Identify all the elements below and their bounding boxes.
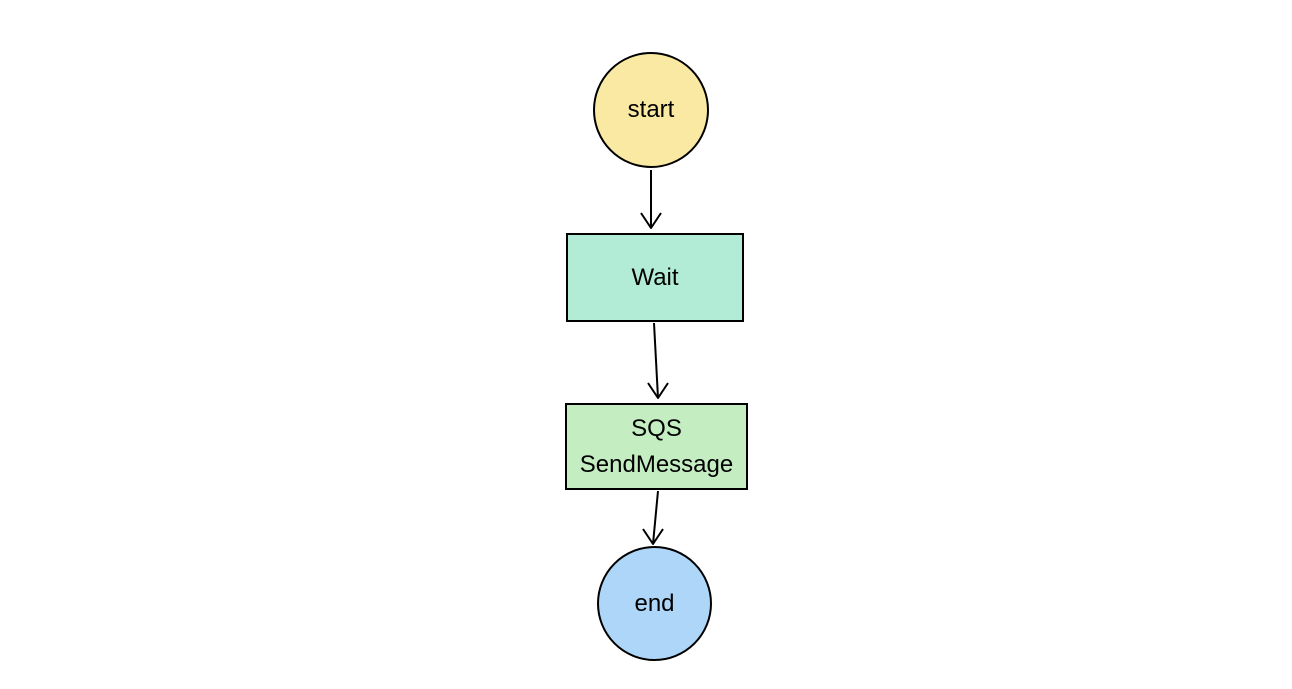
arrowhead-icon	[642, 528, 664, 545]
arrow-wait-to-sqs	[647, 322, 669, 399]
node-start: start	[593, 52, 709, 168]
node-sqs-sendmessage-label: SQS SendMessage	[579, 414, 734, 478]
node-wait-label: Wait	[631, 263, 679, 291]
arrow-sqs-to-end	[642, 490, 664, 545]
arrowhead-icon	[640, 212, 662, 229]
arrow-start-to-wait	[640, 170, 662, 229]
arrowhead-icon	[647, 382, 669, 399]
node-end: end	[597, 546, 712, 661]
node-end-label: end	[634, 589, 675, 617]
node-wait: Wait	[566, 233, 744, 322]
node-sqs-sendmessage: SQS SendMessage	[565, 403, 748, 490]
node-start-label: start	[627, 96, 675, 123]
